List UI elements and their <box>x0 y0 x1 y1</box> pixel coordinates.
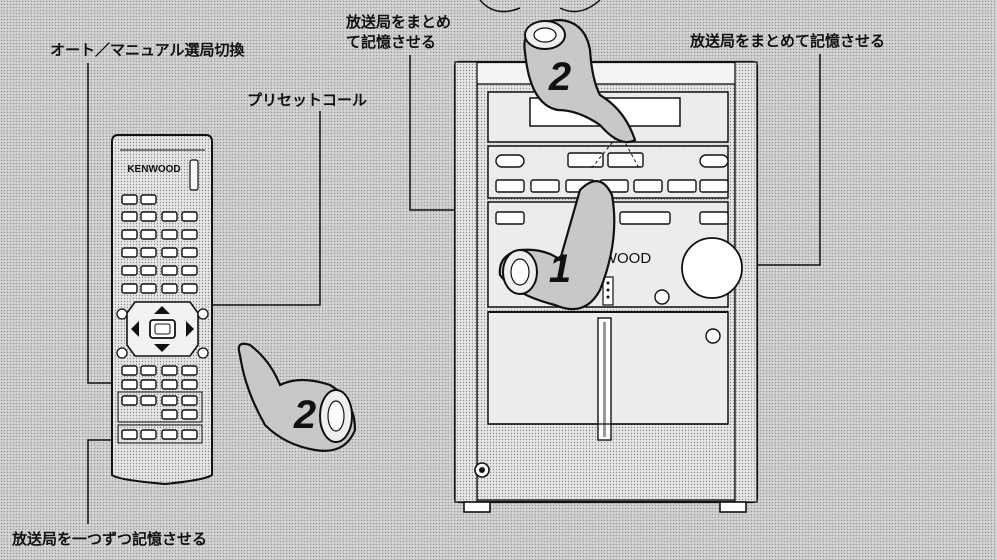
step-2-remote-number: 2 <box>293 393 316 437</box>
preset-call-label: プリセットコール <box>247 91 368 109</box>
remote-brand: KENWOOD <box>127 164 180 175</box>
memory-all-right-label: 放送局をまとめて記憶させる <box>690 32 886 50</box>
hand-step-2-top-icon: 2 <box>523 18 637 144</box>
remote-nav-pad <box>116 301 209 359</box>
step-1-number: 1 <box>549 247 571 291</box>
remote-buttons <box>121 194 198 294</box>
memory-one-label: 放送局を一つずつ記憶させる <box>12 530 208 548</box>
memory-all-label-line2: て記憶させる <box>346 33 437 51</box>
memory-all-label-line1: 放送局をまとめ <box>346 13 452 31</box>
hand-step-1-icon: 1 <box>498 180 616 311</box>
auto-manual-label: オート／マニュアル選局切換 <box>50 41 245 59</box>
step-2-top-number: 2 <box>548 55 571 99</box>
remote-lower-buttons <box>121 365 198 440</box>
remote-control: KENWOOD <box>111 134 213 486</box>
hand-step-2-remote-icon: 2 <box>237 342 357 452</box>
volume-knob <box>681 237 743 299</box>
